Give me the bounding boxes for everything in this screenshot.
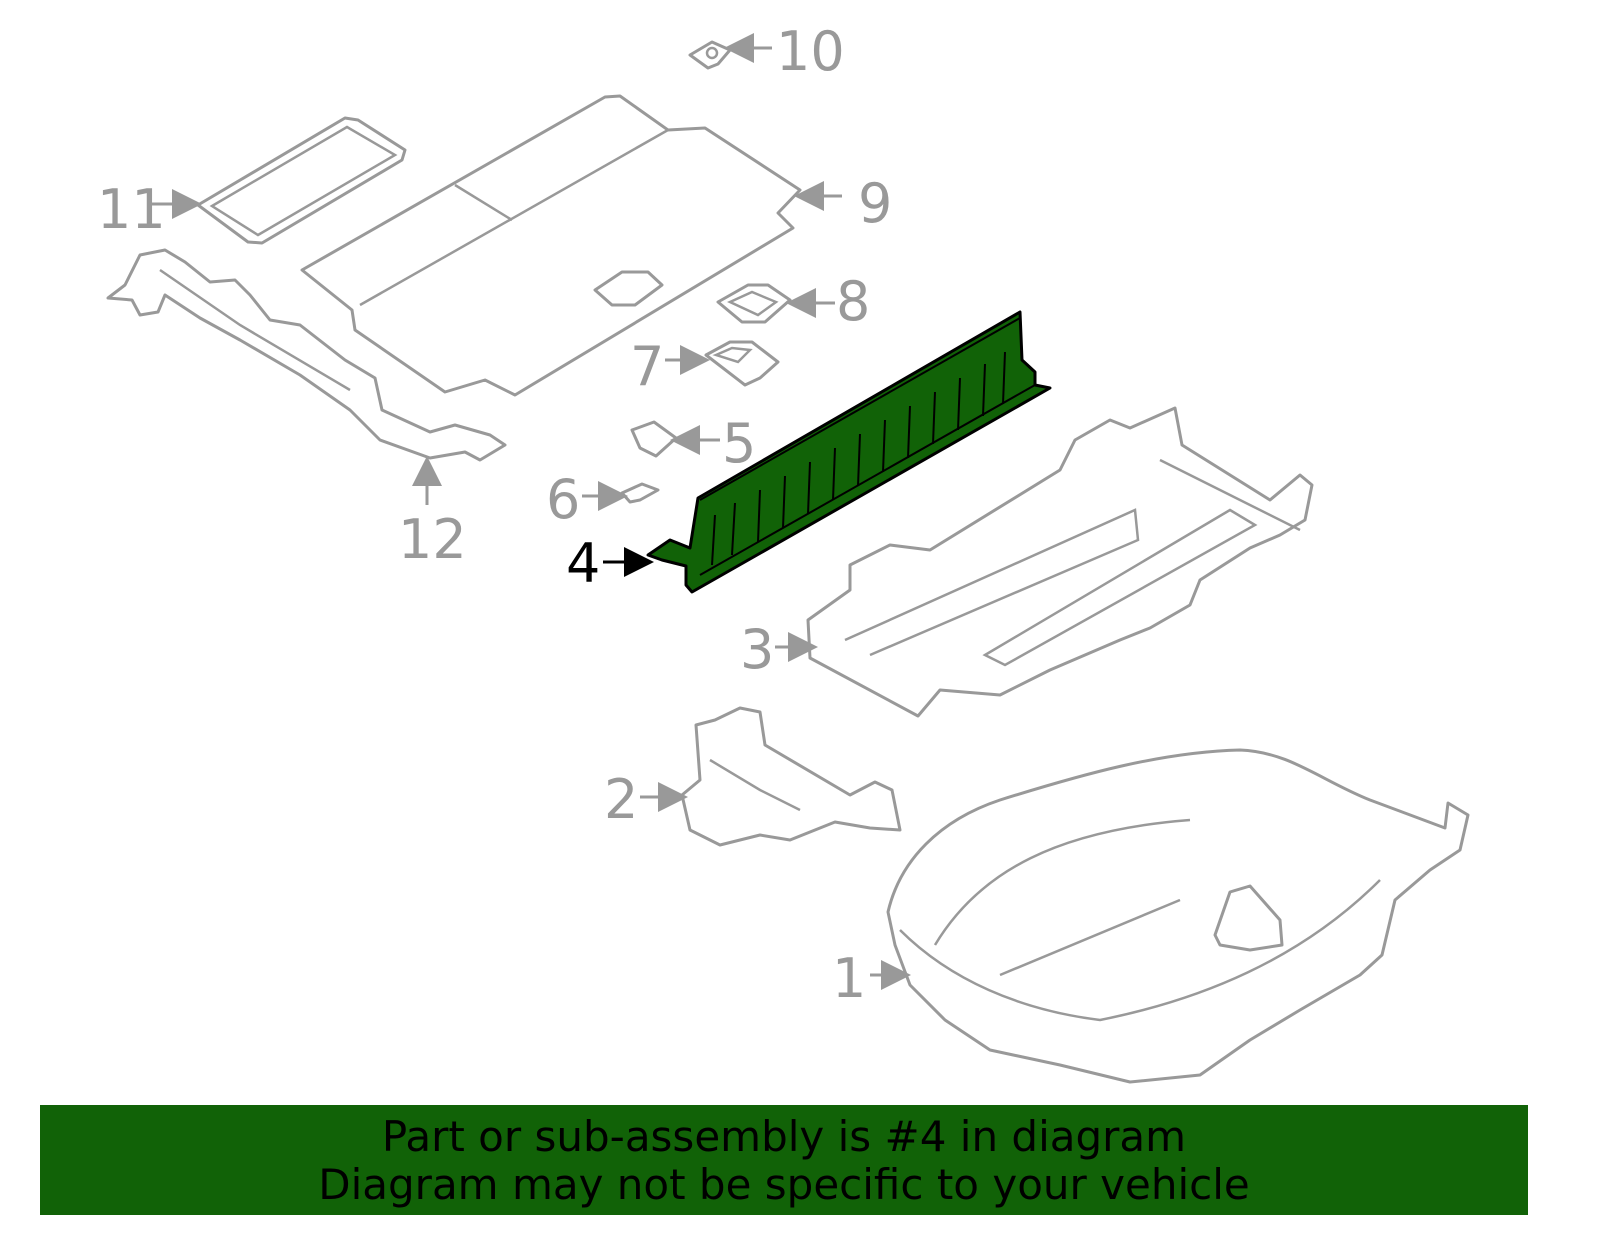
label-1: 1 (832, 947, 911, 1010)
svg-text:6: 6 (546, 468, 580, 531)
label-11: 11 (97, 178, 202, 241)
svg-text:10: 10 (776, 20, 845, 83)
part-10-clip[interactable] (688, 40, 732, 70)
svg-text:2: 2 (604, 768, 638, 831)
banner-line-2: Diagram may not be specific to your vehi… (318, 1160, 1250, 1209)
svg-text:1: 1 (832, 947, 866, 1010)
part-3-tray[interactable] (806, 406, 1314, 718)
svg-text:9: 9 (858, 172, 892, 235)
svg-text:11: 11 (97, 178, 166, 241)
banner-line-1: Part or sub-assembly is #4 in diagram (381, 1112, 1187, 1161)
svg-text:4: 4 (566, 532, 600, 595)
part-2-bracket[interactable] (680, 706, 902, 847)
svg-text:5: 5 (722, 412, 756, 475)
part-1-tire-well[interactable] (886, 748, 1470, 1084)
part-12-bracket[interactable] (106, 248, 507, 462)
svg-text:8: 8 (836, 270, 870, 333)
info-banner: Part or sub-assembly is #4 in diagram Di… (40, 1105, 1528, 1215)
part-11-panel[interactable] (196, 116, 407, 245)
label-9: 9 (794, 172, 892, 235)
label-10: 10 (724, 20, 845, 83)
label-6: 6 (546, 468, 628, 531)
label-3: 3 (740, 618, 818, 681)
svg-text:12: 12 (398, 508, 467, 571)
part-4-highlighted[interactable] (646, 310, 1052, 594)
part-5-clip[interactable] (630, 420, 678, 458)
svg-text:3: 3 (740, 618, 774, 681)
label-5: 5 (670, 412, 756, 475)
label-7: 7 (630, 335, 710, 398)
part-8-cover[interactable] (716, 283, 792, 324)
part-9-floor-board[interactable] (300, 94, 802, 397)
label-8: 8 (786, 270, 870, 333)
label-2: 2 (604, 768, 688, 831)
part-6-clip[interactable] (620, 482, 660, 504)
label-4: 4 (566, 532, 654, 595)
svg-text:7: 7 (630, 335, 664, 398)
label-12: 12 (398, 456, 467, 571)
part-7-cover[interactable] (704, 340, 780, 387)
